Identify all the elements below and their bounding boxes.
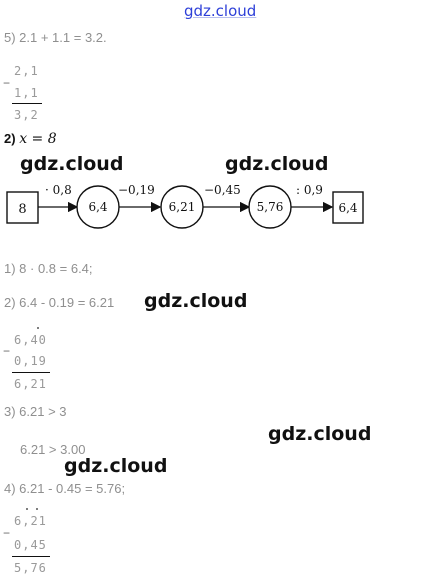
minus-sign: − <box>3 76 11 90</box>
step-4: 4) 6.21 - 0.45 = 5.76; <box>4 481 126 496</box>
start-value: 8 <box>18 202 26 217</box>
column-bar <box>12 556 50 557</box>
end-box <box>332 191 364 224</box>
borrow-dot <box>37 327 39 329</box>
borrow-dot <box>26 508 28 510</box>
borrow-dot <box>36 508 38 510</box>
node-1-value: 6,4 <box>88 200 107 214</box>
end-value: 6,4 <box>338 201 357 215</box>
watermark-label[interactable]: gdz.cloud <box>64 455 168 477</box>
x-equation: x = 8 <box>19 131 57 147</box>
top-watermark[interactable]: gdz.cloud <box>184 2 257 20</box>
column-top: 2,1 <box>14 64 39 78</box>
op-subtract-1: −0,19 <box>118 183 155 197</box>
column2-second: 0,19 <box>14 354 47 368</box>
watermark-label[interactable]: gdz.cloud <box>225 153 329 175</box>
column2-result: 6,21 <box>14 377 47 391</box>
node-3-value: 5,76 <box>257 200 284 214</box>
column4-second: 0,45 <box>14 538 47 552</box>
column-bar <box>12 103 42 104</box>
minus-sign: − <box>3 526 11 540</box>
step-3-compare: 6.21 > 3.00 <box>20 442 86 457</box>
op-divide: : 0,9 <box>296 183 323 197</box>
watermark-label[interactable]: gdz.cloud <box>20 153 124 175</box>
operation-chain: 8 · 0,8 6,4 −0,19 6,21 −0,45 5,76 : 0,9 … <box>6 183 364 229</box>
column4-result: 5,76 <box>14 561 47 575</box>
part2-label: 2) <box>4 131 16 146</box>
watermark-label[interactable]: gdz.cloud <box>268 423 372 445</box>
column-second: 1,1 <box>14 86 39 100</box>
column-result: 3,2 <box>14 108 39 122</box>
column4-top: 6,21 <box>14 514 47 528</box>
op-multiply: · 0,8 <box>45 183 72 197</box>
equation-5: 5) 2.1 + 1.1 = 3.2. <box>4 30 107 45</box>
start-box <box>6 191 39 224</box>
op-subtract-2: −0,45 <box>204 183 241 197</box>
step-1: 1) 8 · 0.8 = 6.4; <box>4 261 93 276</box>
column-bar <box>12 372 50 373</box>
watermark-label[interactable]: gdz.cloud <box>144 290 248 312</box>
step-3: 3) 6.21 > 3 <box>4 404 67 419</box>
node-2-value: 6,21 <box>169 200 196 214</box>
minus-sign: − <box>3 344 11 358</box>
column2-top: 6,40 <box>14 333 47 347</box>
step-2: 2) 6.4 - 0.19 = 6.21 <box>4 295 115 310</box>
